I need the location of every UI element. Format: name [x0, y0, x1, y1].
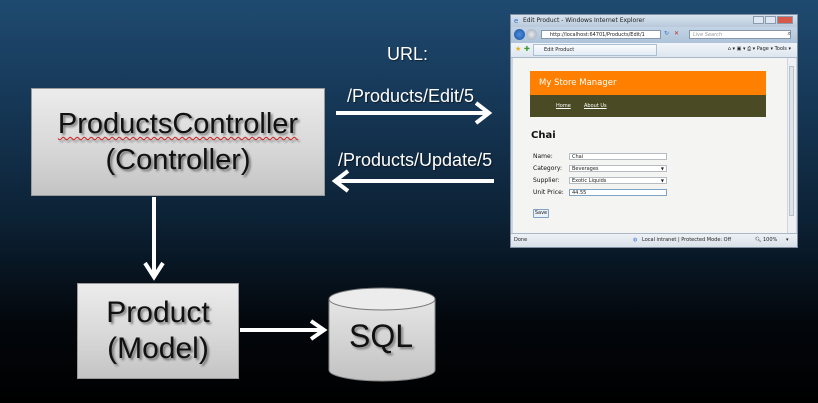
model-name: Product [106, 296, 210, 329]
scrollbar-thumb[interactable] [789, 66, 794, 216]
form-row-price: Unit Price: [533, 189, 564, 196]
supplier-value: Exotic Liquids [572, 178, 607, 184]
forward-button[interactable] [526, 29, 537, 40]
address-bar-row: http://localhost:64701/Products/Edit/1 ↻… [511, 27, 797, 43]
site-header: My Store Manager [530, 71, 766, 95]
response-url-label: /Products/Update/5 [338, 150, 493, 170]
search-input[interactable]: Live Search [689, 30, 791, 39]
controller-name: ProductsController [57, 108, 299, 140]
ie-logo-icon: e [514, 17, 519, 25]
refresh-icon[interactable]: ↻ [664, 30, 670, 37]
supplier-select[interactable]: Exotic Liquids ▼ [569, 177, 667, 184]
security-zone: Local intranet | Protected Mode: Off [642, 237, 732, 243]
controller-box: ProductsController (Controller) [31, 88, 325, 196]
tools-menu[interactable]: Tools ▾ [774, 46, 791, 52]
controller-to-model-arrow [143, 197, 165, 281]
zoom-icon: 🔍︎ [755, 237, 762, 243]
nav-home-link[interactable]: Home [556, 103, 571, 109]
product-heading: Chai [531, 130, 556, 141]
form-row-supplier: Supplier: [533, 177, 560, 184]
form-row-name: Name: [533, 153, 553, 160]
command-bar: ⌂ ▾ ▣ ▾ ⎙ ▾ Page ▾ Tools ▾ [728, 46, 791, 52]
dropdown-arrow-icon: ▼ [660, 178, 664, 183]
model-to-database-arrow [240, 319, 328, 341]
stop-icon[interactable]: ✕ [674, 30, 680, 37]
category-label: Category: [533, 165, 562, 172]
zoom-dropdown-icon[interactable]: ▾ [786, 237, 789, 243]
site-nav: Home About Us [530, 95, 766, 117]
controller-role: (Controller) [105, 144, 251, 176]
database-label: SQL [349, 318, 414, 354]
price-input[interactable]: 44.55 [569, 189, 667, 196]
url-heading: URL: [387, 44, 429, 64]
page-viewport: My Store Manager Home About Us Chai Name… [513, 58, 787, 234]
vertical-scrollbar[interactable] [787, 58, 796, 234]
save-button[interactable]: Save [533, 209, 549, 218]
add-favorite-icon[interactable]: ✚ [524, 45, 530, 53]
database-cylinder [328, 287, 436, 382]
request-url-label: /Products/Edit/5 [347, 86, 475, 106]
name-input[interactable]: Chai [569, 153, 667, 160]
nav-about-link[interactable]: About Us [584, 103, 607, 109]
model-role: (Model) [107, 332, 209, 365]
page-menu[interactable]: Page ▾ [756, 46, 773, 52]
minimize-button[interactable] [753, 16, 764, 24]
feeds-icon[interactable]: ▣ ▾ [736, 46, 746, 52]
status-bar: Done ◍ Local intranet | Protected Mode: … [511, 233, 797, 247]
browser-window: e Edit Product - Windows Internet Explor… [510, 14, 798, 248]
browser-title-bar: e Edit Product - Windows Internet Explor… [511, 15, 797, 27]
address-input[interactable]: http://localhost:64701/Products/Edit/1 [541, 30, 661, 39]
dropdown-arrow-icon: ▼ [660, 166, 664, 171]
zoom-level[interactable]: 100% [763, 237, 778, 243]
tab-bar: ★ ✚ Edit Product ⌂ ▾ ▣ ▾ ⎙ ▾ Page ▾ Tool… [511, 43, 797, 58]
name-label: Name: [533, 153, 553, 160]
print-icon[interactable]: ⎙ ▾ [747, 46, 756, 52]
window-title: Edit Product - Windows Internet Explorer [523, 17, 645, 24]
category-select[interactable]: Beverages ▼ [569, 165, 667, 172]
globe-icon: ◍ [633, 237, 638, 243]
back-button[interactable] [514, 29, 525, 40]
response-arrow [331, 169, 494, 193]
close-button[interactable] [777, 16, 793, 24]
home-icon[interactable]: ⌂ ▾ [727, 46, 736, 52]
price-label: Unit Price: [533, 189, 564, 196]
favorites-star-icon[interactable]: ★ [515, 45, 522, 53]
form-row-category: Category: [533, 165, 562, 172]
maximize-button[interactable] [765, 16, 776, 24]
request-arrow [336, 101, 493, 125]
supplier-label: Supplier: [533, 177, 560, 184]
model-box: Product (Model) [77, 283, 239, 379]
status-text: Done [514, 237, 528, 243]
search-icon[interactable]: ⌕ [787, 30, 791, 37]
tab-edit-product[interactable]: Edit Product [533, 44, 657, 56]
category-value: Beverages [572, 166, 599, 172]
